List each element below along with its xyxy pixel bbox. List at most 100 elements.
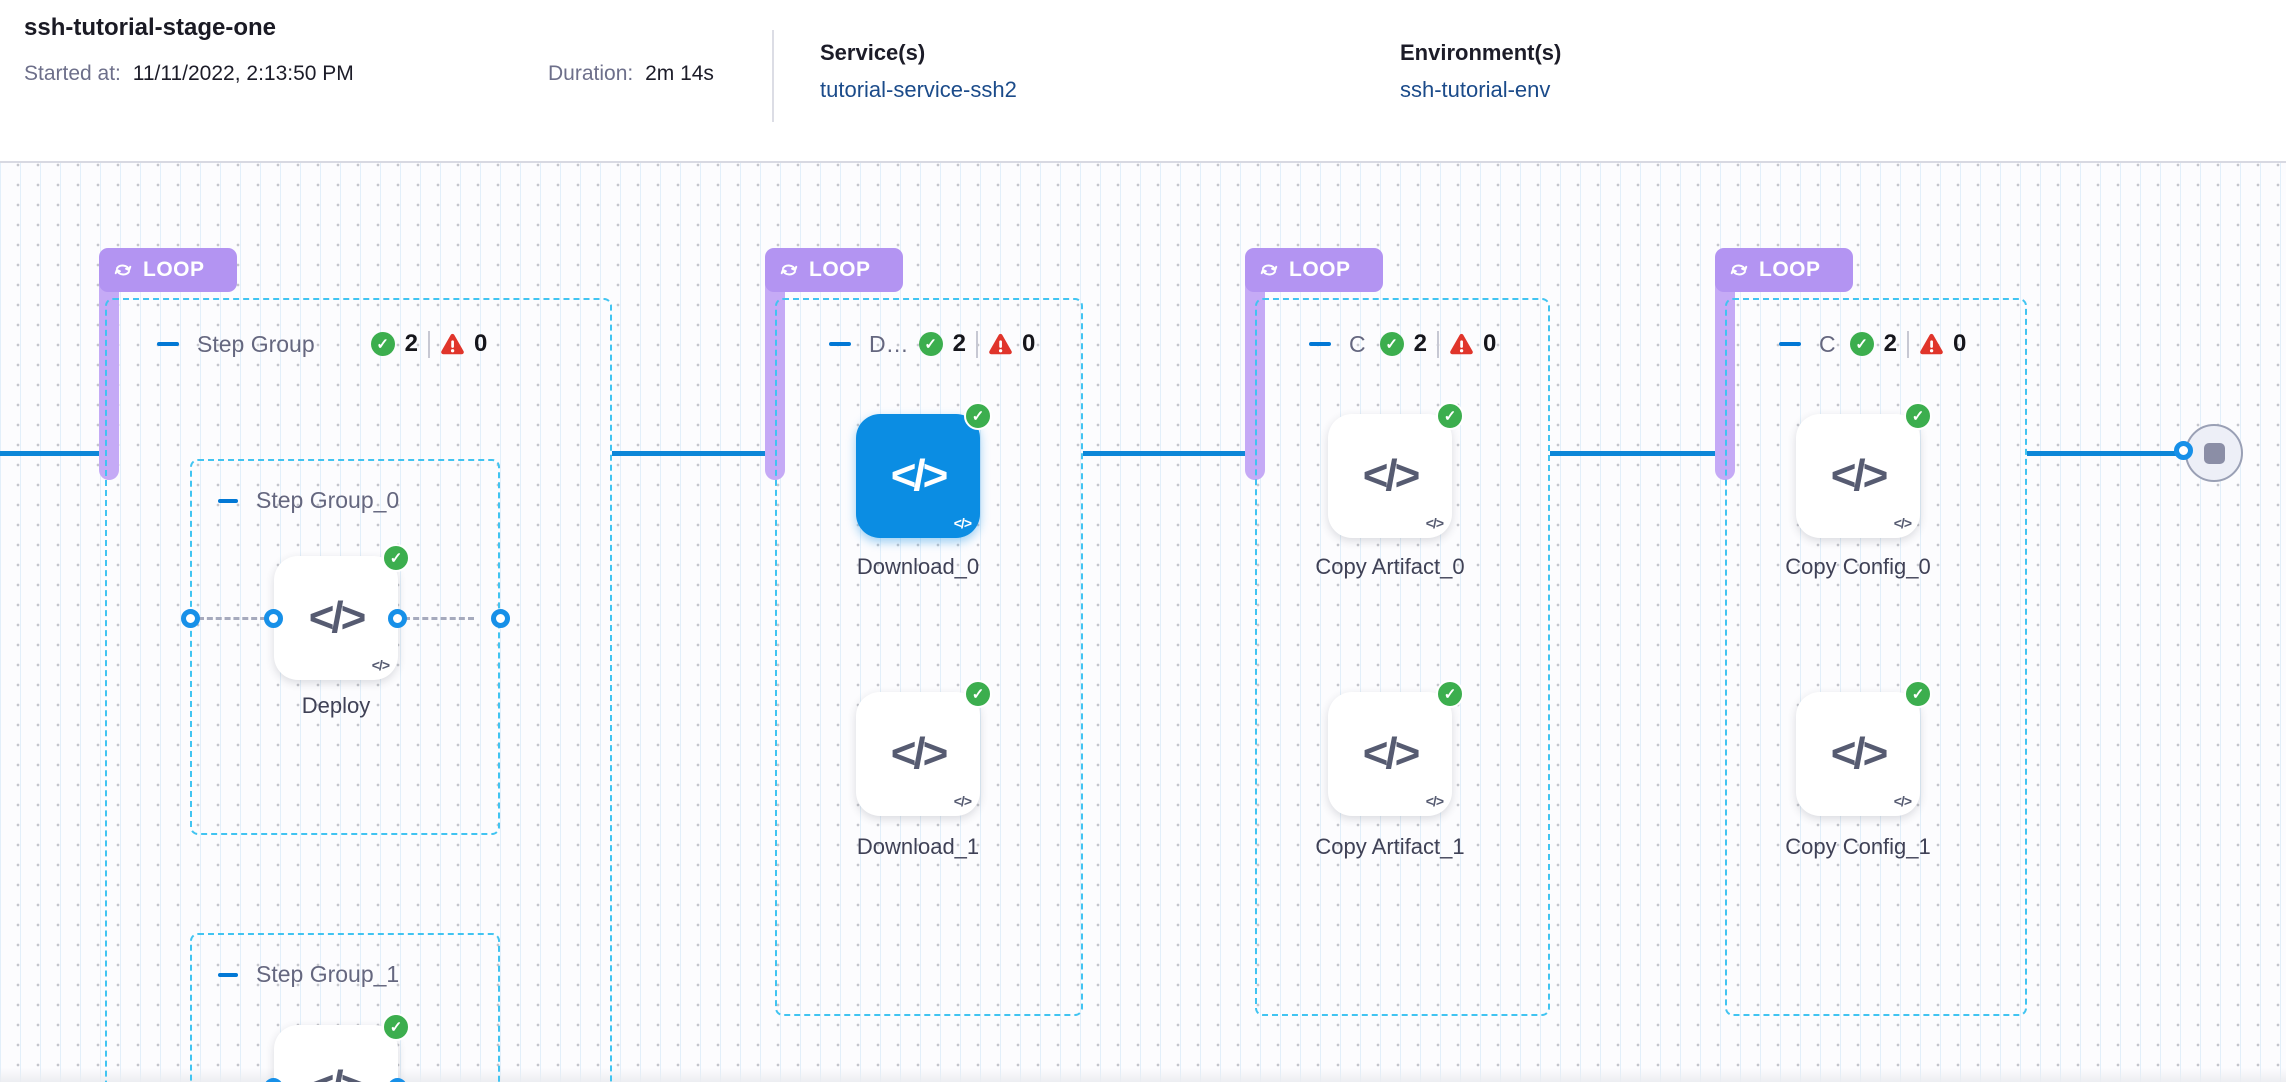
- badge-divider: [975, 330, 978, 358]
- step-card-download-0[interactable]: </> </> ✓: [856, 402, 992, 538]
- duration-value: 2m 14s: [645, 62, 714, 85]
- environment-link[interactable]: ssh-tutorial-env: [1400, 77, 1551, 102]
- loop-badge: LOOP: [99, 248, 237, 292]
- step-group-header: Step Group ✓ 2 0: [157, 330, 497, 358]
- connector-dot: [181, 609, 200, 628]
- stage-header: ssh-tutorial-stage-one Started at: 11/11…: [0, 0, 2286, 163]
- loop-strip: [99, 270, 119, 480]
- failed-icon: [989, 333, 1012, 354]
- step-label: Copy Config_1: [1785, 834, 1931, 859]
- status-badges: ✓ 2 0: [1379, 330, 1507, 358]
- failed-icon: [441, 333, 464, 354]
- success-badge-icon: ✓: [1436, 402, 1464, 430]
- collapse-icon[interactable]: [1779, 342, 1801, 346]
- status-badges: ✓ 2 0: [1849, 330, 1977, 358]
- collapse-icon[interactable]: [1309, 342, 1331, 346]
- pipeline-end-node: [2185, 424, 2243, 482]
- success-icon: ✓: [370, 332, 395, 356]
- failed-icon: [1920, 333, 1943, 354]
- duration-label: Duration:: [548, 62, 634, 85]
- loop-badge: LOOP: [765, 248, 903, 292]
- step-group-box[interactable]: C ✓ 2 0: [1725, 298, 2027, 1016]
- step-group-title: C: [1819, 330, 1836, 357]
- inner-step-group-box[interactable]: Step Group_0: [190, 459, 500, 835]
- loop-badge-label: LOOP: [1289, 258, 1351, 281]
- step-card-deploy[interactable]: </> </> ✓: [274, 544, 410, 680]
- step-group-title: D…: [869, 330, 909, 357]
- connector-dot: [2174, 441, 2193, 460]
- code-step-mini-icon: </>: [1893, 793, 1912, 809]
- stage-title: ssh-tutorial-stage-one: [24, 14, 277, 41]
- code-step-icon: </>: [1830, 729, 1889, 778]
- loop-badge-label: LOOP: [1759, 258, 1821, 281]
- connector-dash: [404, 617, 474, 620]
- loop-badge: LOOP: [1245, 248, 1383, 292]
- stop-square-icon: [2203, 442, 2225, 464]
- step-label: Copy Artifact_1: [1315, 834, 1465, 859]
- flow-line-segment: [1550, 451, 1725, 456]
- step-card-copy-artifact-1[interactable]: </> </> ✓: [1328, 680, 1464, 816]
- status-badges: ✓ 2 0: [370, 330, 498, 358]
- loop-icon: [780, 264, 798, 276]
- step-card[interactable]: </> </> ✓: [274, 1013, 410, 1082]
- step-label: Download_1: [856, 834, 980, 859]
- code-step-icon: </>: [1362, 729, 1421, 778]
- code-step-mini-icon: </>: [953, 515, 972, 531]
- inner-step-group-header: Step Group_1: [218, 961, 399, 988]
- inner-step-group-title: Step Group_1: [256, 961, 400, 987]
- success-count: 2: [404, 330, 418, 357]
- connector-dash: [198, 617, 266, 620]
- code-step-icon: </>: [308, 593, 367, 642]
- failed-count: 0: [1021, 330, 1036, 357]
- flow-line-segment: [1083, 451, 1255, 456]
- badge-divider: [1436, 330, 1439, 358]
- code-step-icon: </>: [890, 451, 949, 500]
- collapse-icon[interactable]: [218, 972, 238, 977]
- success-count: 2: [952, 330, 966, 357]
- services-block: Service(s) tutorial-service-ssh2: [820, 40, 1017, 103]
- failed-count: 0: [1952, 330, 1967, 357]
- connector-dot: [491, 609, 510, 628]
- flow-line-segment: [2027, 451, 2186, 456]
- inner-step-group-box[interactable]: Step Group_1: [190, 933, 500, 1082]
- step-card-copy-config-0[interactable]: </> </> ✓: [1796, 402, 1932, 538]
- success-badge-icon: ✓: [1904, 680, 1932, 708]
- success-icon: ✓: [1849, 332, 1874, 356]
- step-card-copy-config-1[interactable]: </> </> ✓: [1796, 680, 1932, 816]
- pipeline-canvas[interactable]: LOOP LOOP LOOP LOOP: [0, 163, 2286, 1082]
- step-label: Copy Artifact_0: [1315, 554, 1465, 579]
- loop-badge: LOOP: [1715, 248, 1853, 292]
- success-badge-icon: ✓: [382, 544, 410, 572]
- header-divider: [772, 30, 774, 122]
- started-at-value: 11/11/2022, 2:13:50 PM: [132, 62, 354, 85]
- step-card-copy-artifact-0[interactable]: </> </> ✓: [1328, 402, 1464, 538]
- status-badges: ✓ 2 0: [918, 330, 1046, 358]
- success-icon: ✓: [1379, 332, 1404, 356]
- duration: Duration: 2m 14s: [548, 62, 714, 86]
- code-step-mini-icon: </>: [371, 657, 390, 673]
- code-step-icon: </>: [1830, 451, 1889, 500]
- flow-line-segment: [612, 451, 775, 456]
- code-step-mini-icon: </>: [953, 793, 972, 809]
- started-at-label: Started at:: [24, 62, 121, 85]
- collapse-icon[interactable]: [218, 498, 238, 503]
- step-label: Download_0: [856, 554, 980, 579]
- loop-badge-label: LOOP: [809, 258, 871, 281]
- failed-count: 0: [1482, 330, 1497, 357]
- environments-label: Environment(s): [1400, 40, 1562, 65]
- inner-step-group-header: Step Group_0: [218, 487, 399, 514]
- service-link[interactable]: tutorial-service-ssh2: [820, 77, 1017, 102]
- code-step-icon: </>: [274, 1025, 398, 1082]
- success-icon: ✓: [918, 332, 943, 356]
- started-at: Started at: 11/11/2022, 2:13:50 PM: [24, 62, 354, 86]
- step-group-box[interactable]: Step Group ✓ 2 0: [105, 298, 612, 1082]
- step-card-download-1[interactable]: </> </> ✓: [856, 680, 992, 816]
- step-group-title: C: [1349, 330, 1366, 357]
- collapse-icon[interactable]: [829, 342, 851, 346]
- inner-step-group-title: Step Group_0: [256, 487, 400, 513]
- step-group-box[interactable]: D… ✓ 2 0: [775, 298, 1083, 1016]
- failed-icon: [1450, 333, 1473, 354]
- step-group-box[interactable]: C ✓ 2 0: [1255, 298, 1550, 1016]
- collapse-icon[interactable]: [157, 342, 179, 346]
